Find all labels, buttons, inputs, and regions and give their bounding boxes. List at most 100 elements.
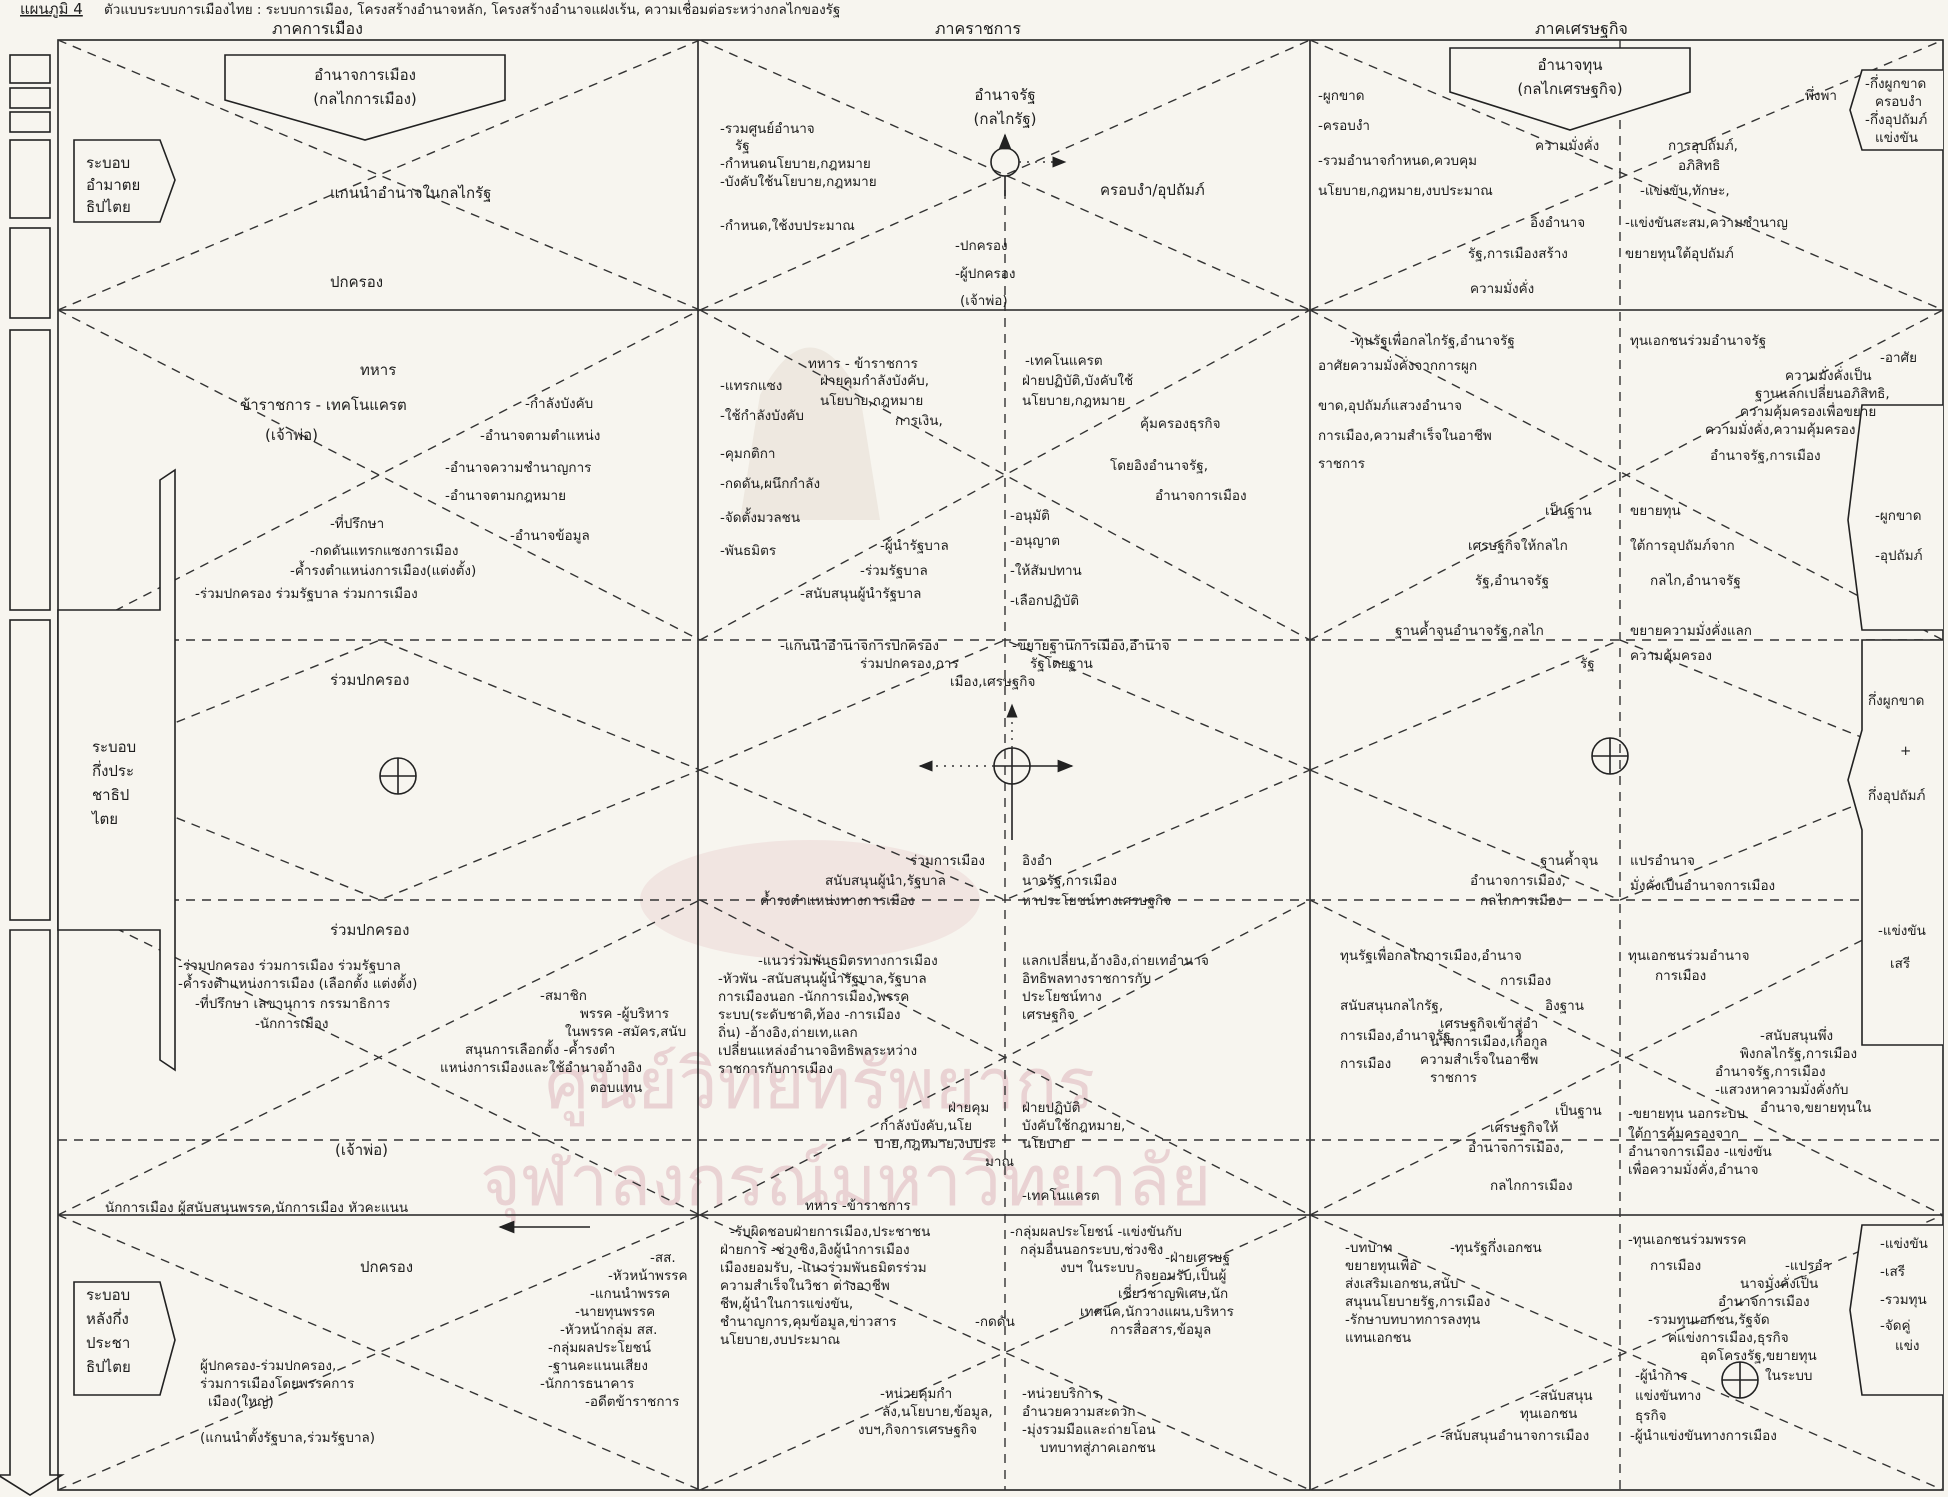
svg-text:-แข่งขันสะสม,ความชำนาญ: -แข่งขันสะสม,ความชำนาญ <box>1625 215 1788 231</box>
svg-text:แทนเอกชน: แทนเอกชน <box>1345 1330 1411 1346</box>
system-post-l3: ประชา <box>86 1334 130 1352</box>
svg-text:(เจ้าพ่อ): (เจ้าพ่อ) <box>335 1141 388 1159</box>
svg-text:ฝ่ายคุมกำลังบังคับ,: ฝ่ายคุมกำลังบังคับ, <box>820 373 929 389</box>
r2-mid-right: -เทคโนแครต ฝ่ายปฏิบัติ,บังคับใช้ นโยบาย,… <box>1010 352 1247 609</box>
svg-text:ทหาร: ทหาร <box>360 361 396 379</box>
r3-semi-patron: กึ่งอุปถัมภ์ <box>1868 786 1926 804</box>
r1-dominate-text: ครอบงำ/อุปถัมภ์ <box>1100 181 1205 200</box>
svg-text:-ขยายฐานการเมือง,อำนาจ: -ขยายฐานการเมือง,อำนาจ <box>1012 638 1170 654</box>
r5-mid-left: ทหาร -ข้าราชการ -รับผิดชอบฝ่ายการเมือง,ป… <box>720 1198 1015 1438</box>
watermark-line-2: จุฬาลงกรณ์มหาวิทยาลัย <box>480 1140 1211 1224</box>
svg-text:การเมือง: การเมือง <box>1340 1056 1391 1072</box>
svg-text:-ค้ำรงตำแหน่งการเมือง(แต่งตั้ง: -ค้ำรงตำแหน่งการเมือง(แต่งตั้ง) <box>290 560 476 579</box>
svg-text:-คุมกติกา: -คุมกติกา <box>720 446 776 462</box>
r5-econ-mid: -ทุนเอกชนร่วมพรรค การเมือง -แปรอำ นาจมั่… <box>1628 1232 1830 1444</box>
svg-text:ถิ่น) -อ้างอิง,ถ่ายเท,แลก: ถิ่น) -อ้างอิง,ถ่ายเท,แลก <box>718 1023 858 1041</box>
r1-econ-right: พึ่งพา -กึ่งผูกขาด ครอบงำ -กึ่งอุปถัมภ์ … <box>1805 74 1927 146</box>
r4-mid-right: แลกเปลี่ยน,อ้างอิง,ถ่ายเทอำนาจ อิทธิพลทา… <box>1022 951 1209 1204</box>
svg-text:สนุนการเลือกตั้ง -ค้ำรงตำ: สนุนการเลือกตั้ง -ค้ำรงตำ <box>465 1039 615 1058</box>
svg-text:-อดีตข้าราชการ: -อดีตข้าราชการ <box>585 1394 679 1410</box>
svg-text:นโยบาย,กฎหมาย: นโยบาย,กฎหมาย <box>1022 392 1125 409</box>
svg-text:บังคับใช้กฎหมาย,: บังคับใช้กฎหมาย, <box>1022 1117 1125 1134</box>
svg-text:แปรอำนาจ: แปรอำนาจ <box>1630 853 1695 869</box>
svg-text:แข่งขันทาง: แข่งขันทาง <box>1635 1388 1701 1404</box>
svg-text:-แข่งขัน,ทักษะ,: -แข่งขัน,ทักษะ, <box>1640 183 1730 199</box>
svg-text:คุ้มครองธุรกิจ: คุ้มครองธุรกิจ <box>1140 416 1221 432</box>
r2-left: ทหาร ข้าราชการ - เทคโนแครต (เจ้าพ่อ) -กำ… <box>195 361 600 602</box>
svg-text:อิทธิพลทางราชการกับ: อิทธิพลทางราชการกับ <box>1022 971 1151 987</box>
system-semi-l4: ไตย <box>91 810 118 828</box>
svg-text:มั่งคั่งเป็นอำนาจการเมือง: มั่งคั่งเป็นอำนาจการเมือง <box>1630 876 1775 894</box>
svg-text:แข่งขัน: แข่งขัน <box>1875 130 1918 146</box>
svg-text:ค้ำรงตำแหน่งทางการเมือง: ค้ำรงตำแหน่งทางการเมือง <box>760 890 915 909</box>
svg-text:อุดโครงรัฐ,ขยายทุน: อุดโครงรัฐ,ขยายทุน <box>1700 1347 1817 1364</box>
svg-text:เศรษฐกิจให้กลไก: เศรษฐกิจให้กลไก <box>1468 537 1568 554</box>
svg-text:เศรษฐกิจให้: เศรษฐกิจให้ <box>1490 1119 1558 1136</box>
svg-text:อำนาจการเมือง: อำนาจการเมือง <box>1718 1294 1810 1310</box>
svg-text:งบฯ,กิจการเศรษฐกิจ: งบฯ,กิจการเศรษฐกิจ <box>858 1422 977 1438</box>
svg-text:-สมาชิก: -สมาชิก <box>540 988 587 1004</box>
svg-text:(เจ้าพ่อ): (เจ้าพ่อ) <box>960 293 1008 309</box>
svg-text:สนับสนุนผู้นำ,รัฐบาล: สนับสนุนผู้นำ,รัฐบาล <box>825 873 946 889</box>
svg-text:-แทรกแซง: -แทรกแซง <box>720 378 782 394</box>
svg-text:การเงิน,: การเงิน, <box>895 413 943 429</box>
political-mechanism-label: (กลไกการเมือง) <box>313 90 417 108</box>
svg-text:-กึ่งผูกขาด: -กึ่งผูกขาด <box>1865 74 1926 92</box>
svg-text:-รวมทุน: -รวมทุน <box>1880 1292 1927 1308</box>
svg-text:-อนุญาต: -อนุญาต <box>1010 533 1060 549</box>
system-authoritarian-l3: ธิปไตย <box>86 198 131 216</box>
svg-text:-ใช้กำลังบังคับ: -ใช้กำลังบังคับ <box>720 407 804 424</box>
figure-title: ตัวแบบระบบการเมืองไทย : ระบบการเมือง, โค… <box>104 0 840 18</box>
svg-text:ขาด,อุปถัมภ์แสวงอำนาจ: ขาด,อุปถัมภ์แสวงอำนาจ <box>1318 397 1462 414</box>
svg-text:การสื่อสาร,ข้อมูล: การสื่อสาร,ข้อมูล <box>1110 1320 1211 1338</box>
svg-text:-กำลังบังคับ: -กำลังบังคับ <box>525 396 593 412</box>
r3-mid-top: -แกนนำอำนาจการปกครอง ร่วมปกครอง,การ เมือ… <box>780 638 1170 690</box>
svg-text:-ขยายทุน นอกระบบ: -ขยายทุน นอกระบบ <box>1628 1106 1745 1122</box>
system-post-l1: ระบอบ <box>86 1286 130 1304</box>
svg-text:-เลือกปฏิบัติ: -เลือกปฏิบัติ <box>1010 593 1079 609</box>
svg-text:อำนาจการเมือง: อำนาจการเมือง <box>1155 488 1247 504</box>
svg-text:การเมือง,ความสำเร็จในอาชีพ: การเมือง,ความสำเร็จในอาชีพ <box>1318 426 1492 444</box>
system-semi-l2: กึ่งประ <box>92 760 134 780</box>
svg-text:กำลังบังคับ,นโย: กำลังบังคับ,นโย <box>880 1117 972 1134</box>
svg-text:-อำนาจข้อมูล: -อำนาจข้อมูล <box>510 528 590 544</box>
svg-text:ราชการกับการเมือง: ราชการกับการเมือง <box>718 1061 833 1077</box>
svg-text:-ร่วมปกครอง ร่วมรัฐบาล ร่วมการ: -ร่วมปกครอง ร่วมรัฐบาล ร่วมการเมือง <box>195 586 418 602</box>
svg-text:ระบบ(ระดับชาติ,ท้อง -การเมือง: ระบบ(ระดับชาติ,ท้อง -การเมือง <box>718 1007 901 1023</box>
header-politics: ภาคการเมือง <box>272 19 363 38</box>
svg-text:ในระบบ: ในระบบ <box>1765 1367 1812 1384</box>
svg-text:-แกนนำพรรค: -แกนนำพรรค <box>590 1286 670 1302</box>
svg-text:การเมือง: การเมือง <box>1500 973 1551 989</box>
system-box-authoritarian <box>73 139 176 223</box>
svg-text:-รวมศูนย์อำนาจ: -รวมศูนย์อำนาจ <box>720 120 815 137</box>
svg-text:-กดดันแทรกแซงการเมือง: -กดดันแทรกแซงการเมือง <box>310 543 459 559</box>
svg-text:ความสำเร็จในวิชา ต่างอาชีพ: ความสำเร็จในวิชา ต่างอาชีพ <box>720 1276 890 1294</box>
svg-text:-ทุนรัฐกึ่งเอกชน: -ทุนรัฐกึ่งเอกชน <box>1450 1238 1542 1256</box>
r1-centralize-list: -รวมศูนย์อำนาจ รัฐ -กำหนดนโยบาย,กฎหมาย -… <box>720 120 877 234</box>
svg-text:-แข่งขัน: -แข่งขัน <box>1878 923 1926 939</box>
svg-text:อิงอำ: อิงอำ <box>1022 853 1052 869</box>
svg-text:-หน่วยคุมกำ: -หน่วยคุมกำ <box>880 1386 952 1402</box>
svg-text:อิงอำนาจ: อิงอำนาจ <box>1530 215 1585 231</box>
svg-text:-อำนาจตามกฎหมาย: -อำนาจตามกฎหมาย <box>445 488 566 504</box>
svg-text:-เทคโนแครต: -เทคโนแครต <box>1022 1187 1100 1204</box>
svg-text:-ปกครอง: -ปกครอง <box>955 238 1008 254</box>
r3-econ-bottom: ฐานค้ำจุน อำนาจการเมือง, กลไกการเมือง แป… <box>1470 850 1775 909</box>
svg-text:กลไก,อำนาจรัฐ: กลไก,อำนาจรัฐ <box>1650 573 1741 589</box>
cross-circle-right <box>1591 737 1629 775</box>
svg-text:(แกนนำตั้งรัฐบาล,ร่วมรัฐบาล): (แกนนำตั้งรัฐบาล,ร่วมรัฐบาล) <box>200 1427 375 1446</box>
svg-text:ค่แข่งการเมือง,ธุรกิจ: ค่แข่งการเมือง,ธุรกิจ <box>1668 1330 1789 1346</box>
svg-text:-หัวหน้าพรรค: -หัวหน้าพรรค <box>608 1268 688 1284</box>
r5-left: -สส. -หัวหน้าพรรค -แกนนำพรรค -นายทุนพรรค… <box>200 1250 688 1446</box>
header-bureaucracy: ภาคราชการ <box>935 19 1021 38</box>
svg-text:ร่วมปกครอง,การ: ร่วมปกครอง,การ <box>860 656 959 672</box>
svg-text:-อำนาจตามตำแหน่ง: -อำนาจตามตำแหน่ง <box>480 428 600 444</box>
svg-text:ฝ่ายปฏิบัติ: ฝ่ายปฏิบัติ <box>1022 1100 1080 1116</box>
svg-text:-หัวพัน -สนับสนุนผู้นำรัฐบาล,: -หัวพัน -สนับสนุนผู้นำรัฐบาล,รัฐบาล <box>718 971 927 987</box>
svg-text:เศรษฐกิจ: เศรษฐกิจ <box>1022 1007 1075 1023</box>
svg-text:ทุนเอกชน: ทุนเอกชน <box>1520 1406 1577 1422</box>
svg-text:กลไกการเมือง: กลไกการเมือง <box>1480 893 1563 909</box>
svg-text:นโยบาย: นโยบาย <box>1022 1135 1070 1152</box>
svg-text:(เจ้าพ่อ): (เจ้าพ่อ) <box>265 426 318 444</box>
